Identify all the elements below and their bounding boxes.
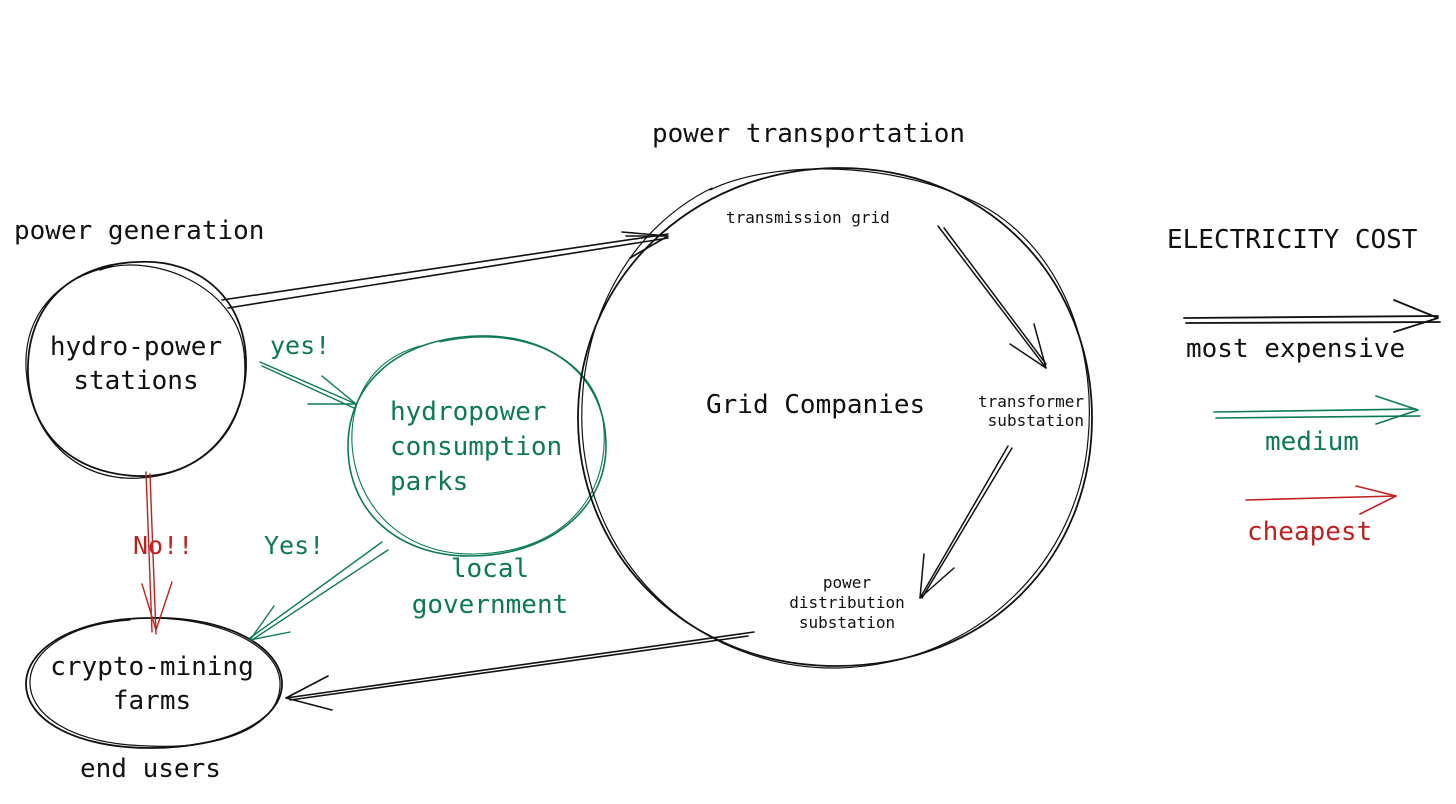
hydro-stations-circle[interactable] <box>25 260 247 479</box>
crypto-farms-ellipse[interactable] <box>25 617 283 749</box>
consumption-parks-circle[interactable] <box>347 335 607 557</box>
legend-label-medium: medium <box>1265 427 1359 457</box>
arrow-transmission-to-transformer <box>937 225 1047 369</box>
node-label-hydro-stations: hydro-power stations <box>49 332 223 396</box>
node-label-distribution-substation: power distribution substation <box>789 573 905 632</box>
legend-arrow-expensive <box>1183 299 1441 333</box>
node-label-transmission-grid: transmission grid <box>726 208 890 227</box>
node-label-transformer-substation: transformer substation <box>978 392 1084 430</box>
edge-label-yes-farms: Yes! <box>264 531 325 560</box>
node-label-consumption-parks: hydropower consumption parks <box>390 397 563 497</box>
arrow-hydro-to-farms <box>141 471 173 635</box>
legend-title: ELECTRICITY COST <box>1167 225 1418 255</box>
legend-label-cheapest: cheapest <box>1247 517 1373 547</box>
legend-label-expensive: most expensive <box>1186 334 1406 364</box>
section-label-transportation: power transportation <box>652 119 966 149</box>
node-label-grid-companies: Grid Companies <box>706 390 926 420</box>
section-label-end-users: end users <box>80 754 221 784</box>
section-label-generation: power generation <box>14 216 265 246</box>
arrow-hydro-to-grid <box>221 231 669 309</box>
arrow-hydro-to-parks <box>259 361 357 409</box>
edge-label-yes-parks: yes! <box>270 331 331 360</box>
legend-arrow-cheapest <box>1245 485 1397 515</box>
arrow-transformer-to-distribution <box>919 445 1013 599</box>
edge-label-no-direct: No!! <box>133 531 194 560</box>
arrow-grid-to-farms <box>285 631 755 711</box>
grid-companies-circle[interactable] <box>577 167 1093 669</box>
arrow-parks-to-farms <box>249 541 389 641</box>
legend-arrow-medium <box>1213 395 1421 425</box>
node-label-crypto-farms: crypto-mining farms <box>50 652 254 716</box>
node-label-local-government: local government <box>411 554 569 620</box>
